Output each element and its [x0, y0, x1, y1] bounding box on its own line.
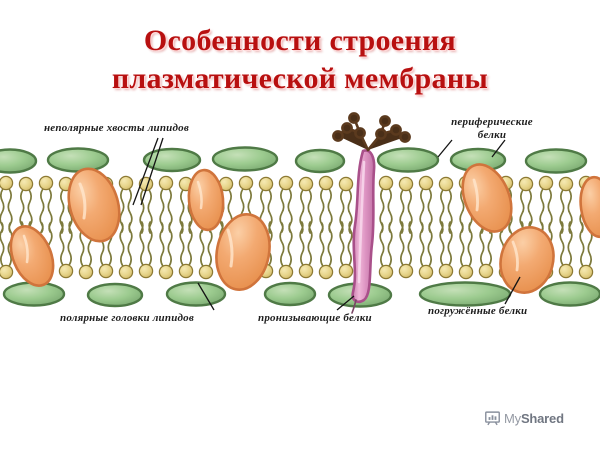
leader-polar-heads — [197, 282, 215, 311]
watermark-text-light: My — [504, 411, 521, 426]
label-nonpolar-tails: неполярные хвосты липидов — [44, 122, 189, 134]
leader-nonpolar-tails-a — [132, 137, 159, 206]
watermark-text: MyShared — [504, 411, 564, 426]
presentation-chart-icon — [485, 411, 500, 426]
embedded-proteins — [9, 163, 600, 294]
leader-lines — [132, 137, 521, 311]
leader-peripheral-a — [437, 139, 453, 158]
page-title: Особенности строения плазматической мемб… — [111, 24, 489, 95]
transmembrane-protein — [351, 149, 376, 314]
leader-nonpolar-tails-b — [140, 137, 164, 206]
label-embedded-proteins: погружённые белки — [428, 305, 528, 317]
glycan-chain-icon — [332, 112, 411, 152]
watermark-text-bold: Shared — [520, 411, 564, 426]
peripheral-proteins-bottom — [2, 281, 600, 308]
label-peripheral-proteins: периферические белки — [451, 116, 533, 141]
peripheral-proteins-top — [0, 146, 588, 174]
leader-embedded — [504, 276, 521, 305]
leader-piercing — [336, 295, 355, 311]
label-polar-heads: полярные головки липидов — [60, 312, 194, 324]
label-piercing-proteins: пронизывающие белки — [258, 312, 372, 324]
leader-peripheral-b — [491, 139, 506, 158]
myshared-watermark: MyShared — [484, 410, 564, 427]
